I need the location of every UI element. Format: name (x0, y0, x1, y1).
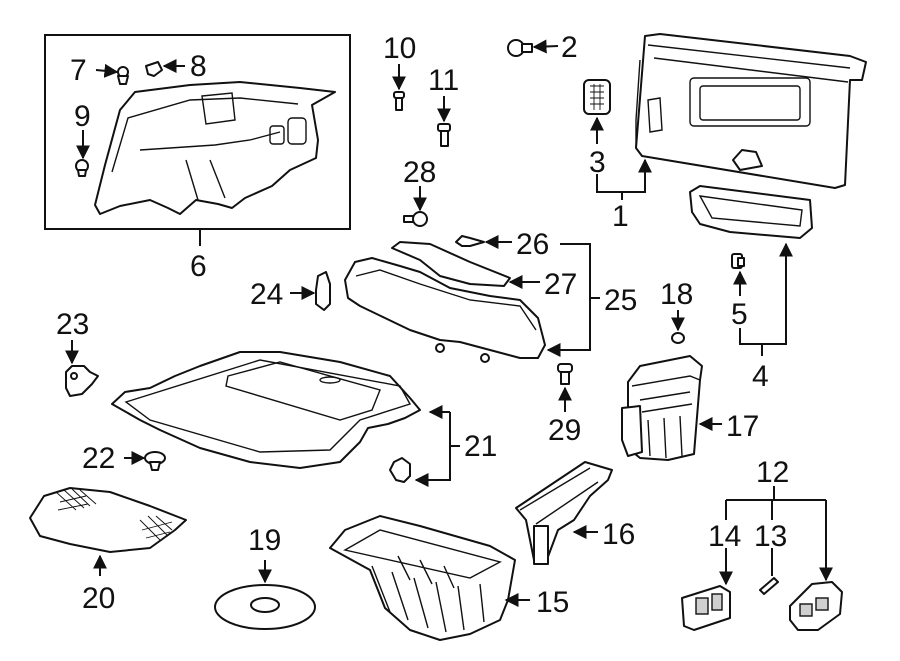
callout-26: 26 (516, 228, 549, 261)
bolt-11 (437, 123, 451, 147)
callout-23: 23 (56, 308, 89, 341)
clip-8 (145, 61, 163, 77)
callout-29: 29 (548, 414, 581, 447)
callout-28: 28 (403, 156, 436, 189)
screw-2 (507, 39, 533, 57)
storage-tray-17 (621, 355, 703, 461)
callout-7: 7 (70, 54, 87, 87)
callout-13: 13 (754, 520, 787, 553)
switch-14 (681, 585, 731, 631)
clip-26 (455, 235, 485, 247)
callout-11: 11 (428, 64, 459, 97)
cover-27 (391, 241, 511, 287)
callout-1: 1 (612, 200, 629, 233)
quarter-trim-panel (94, 81, 336, 215)
screw-9 (75, 159, 89, 177)
callout-12: 12 (756, 456, 789, 489)
callout-25: 25 (604, 284, 637, 317)
clip-21b (389, 457, 411, 483)
callout-14: 14 (708, 520, 741, 553)
callout-18: 18 (660, 278, 693, 311)
callout-2: 2 (561, 31, 578, 64)
floor-panel-21 (111, 351, 421, 469)
storage-bin-15 (329, 515, 516, 641)
callout-27: 27 (544, 268, 577, 301)
callout-24: 24 (250, 278, 283, 311)
callout-21: 21 (464, 430, 497, 463)
sill-plate-4 (689, 185, 813, 239)
vent-3 (583, 79, 611, 115)
cover-20 (29, 487, 187, 553)
callout-9: 9 (74, 100, 91, 133)
push-pin-22 (144, 451, 166, 471)
bolt-10 (393, 91, 405, 111)
fuse-13 (759, 577, 779, 595)
callout-8: 8 (190, 50, 207, 83)
leader-lines (65, 39, 833, 607)
callout-labels: 1 2 3 4 5 6 7 8 9 10 11 12 13 14 15 16 1… (56, 31, 789, 619)
clip-24 (315, 271, 331, 311)
callout-16: 16 (602, 518, 635, 551)
callout-17: 17 (726, 410, 759, 443)
trim-panel-25 (344, 257, 546, 363)
callout-20: 20 (82, 582, 115, 615)
clip-7 (117, 66, 129, 85)
callout-4: 4 (752, 360, 769, 393)
group-6-frame (44, 34, 351, 230)
hook-23 (65, 365, 99, 397)
callout-3: 3 (589, 146, 606, 179)
rear-panel (635, 33, 867, 189)
clip-5 (731, 253, 745, 269)
callout-5: 5 (731, 298, 748, 331)
bolt-28 (403, 211, 428, 227)
callout-19: 19 (248, 524, 281, 557)
callout-10: 10 (383, 32, 416, 65)
callout-22: 22 (82, 442, 115, 475)
bracket-16 (515, 461, 613, 565)
plug-18 (671, 332, 685, 344)
callout-6: 6 (190, 250, 207, 283)
spacer-disc-19 (214, 584, 316, 630)
socket-12 (789, 581, 843, 631)
bolt-29 (557, 363, 573, 385)
callout-15: 15 (536, 586, 569, 619)
